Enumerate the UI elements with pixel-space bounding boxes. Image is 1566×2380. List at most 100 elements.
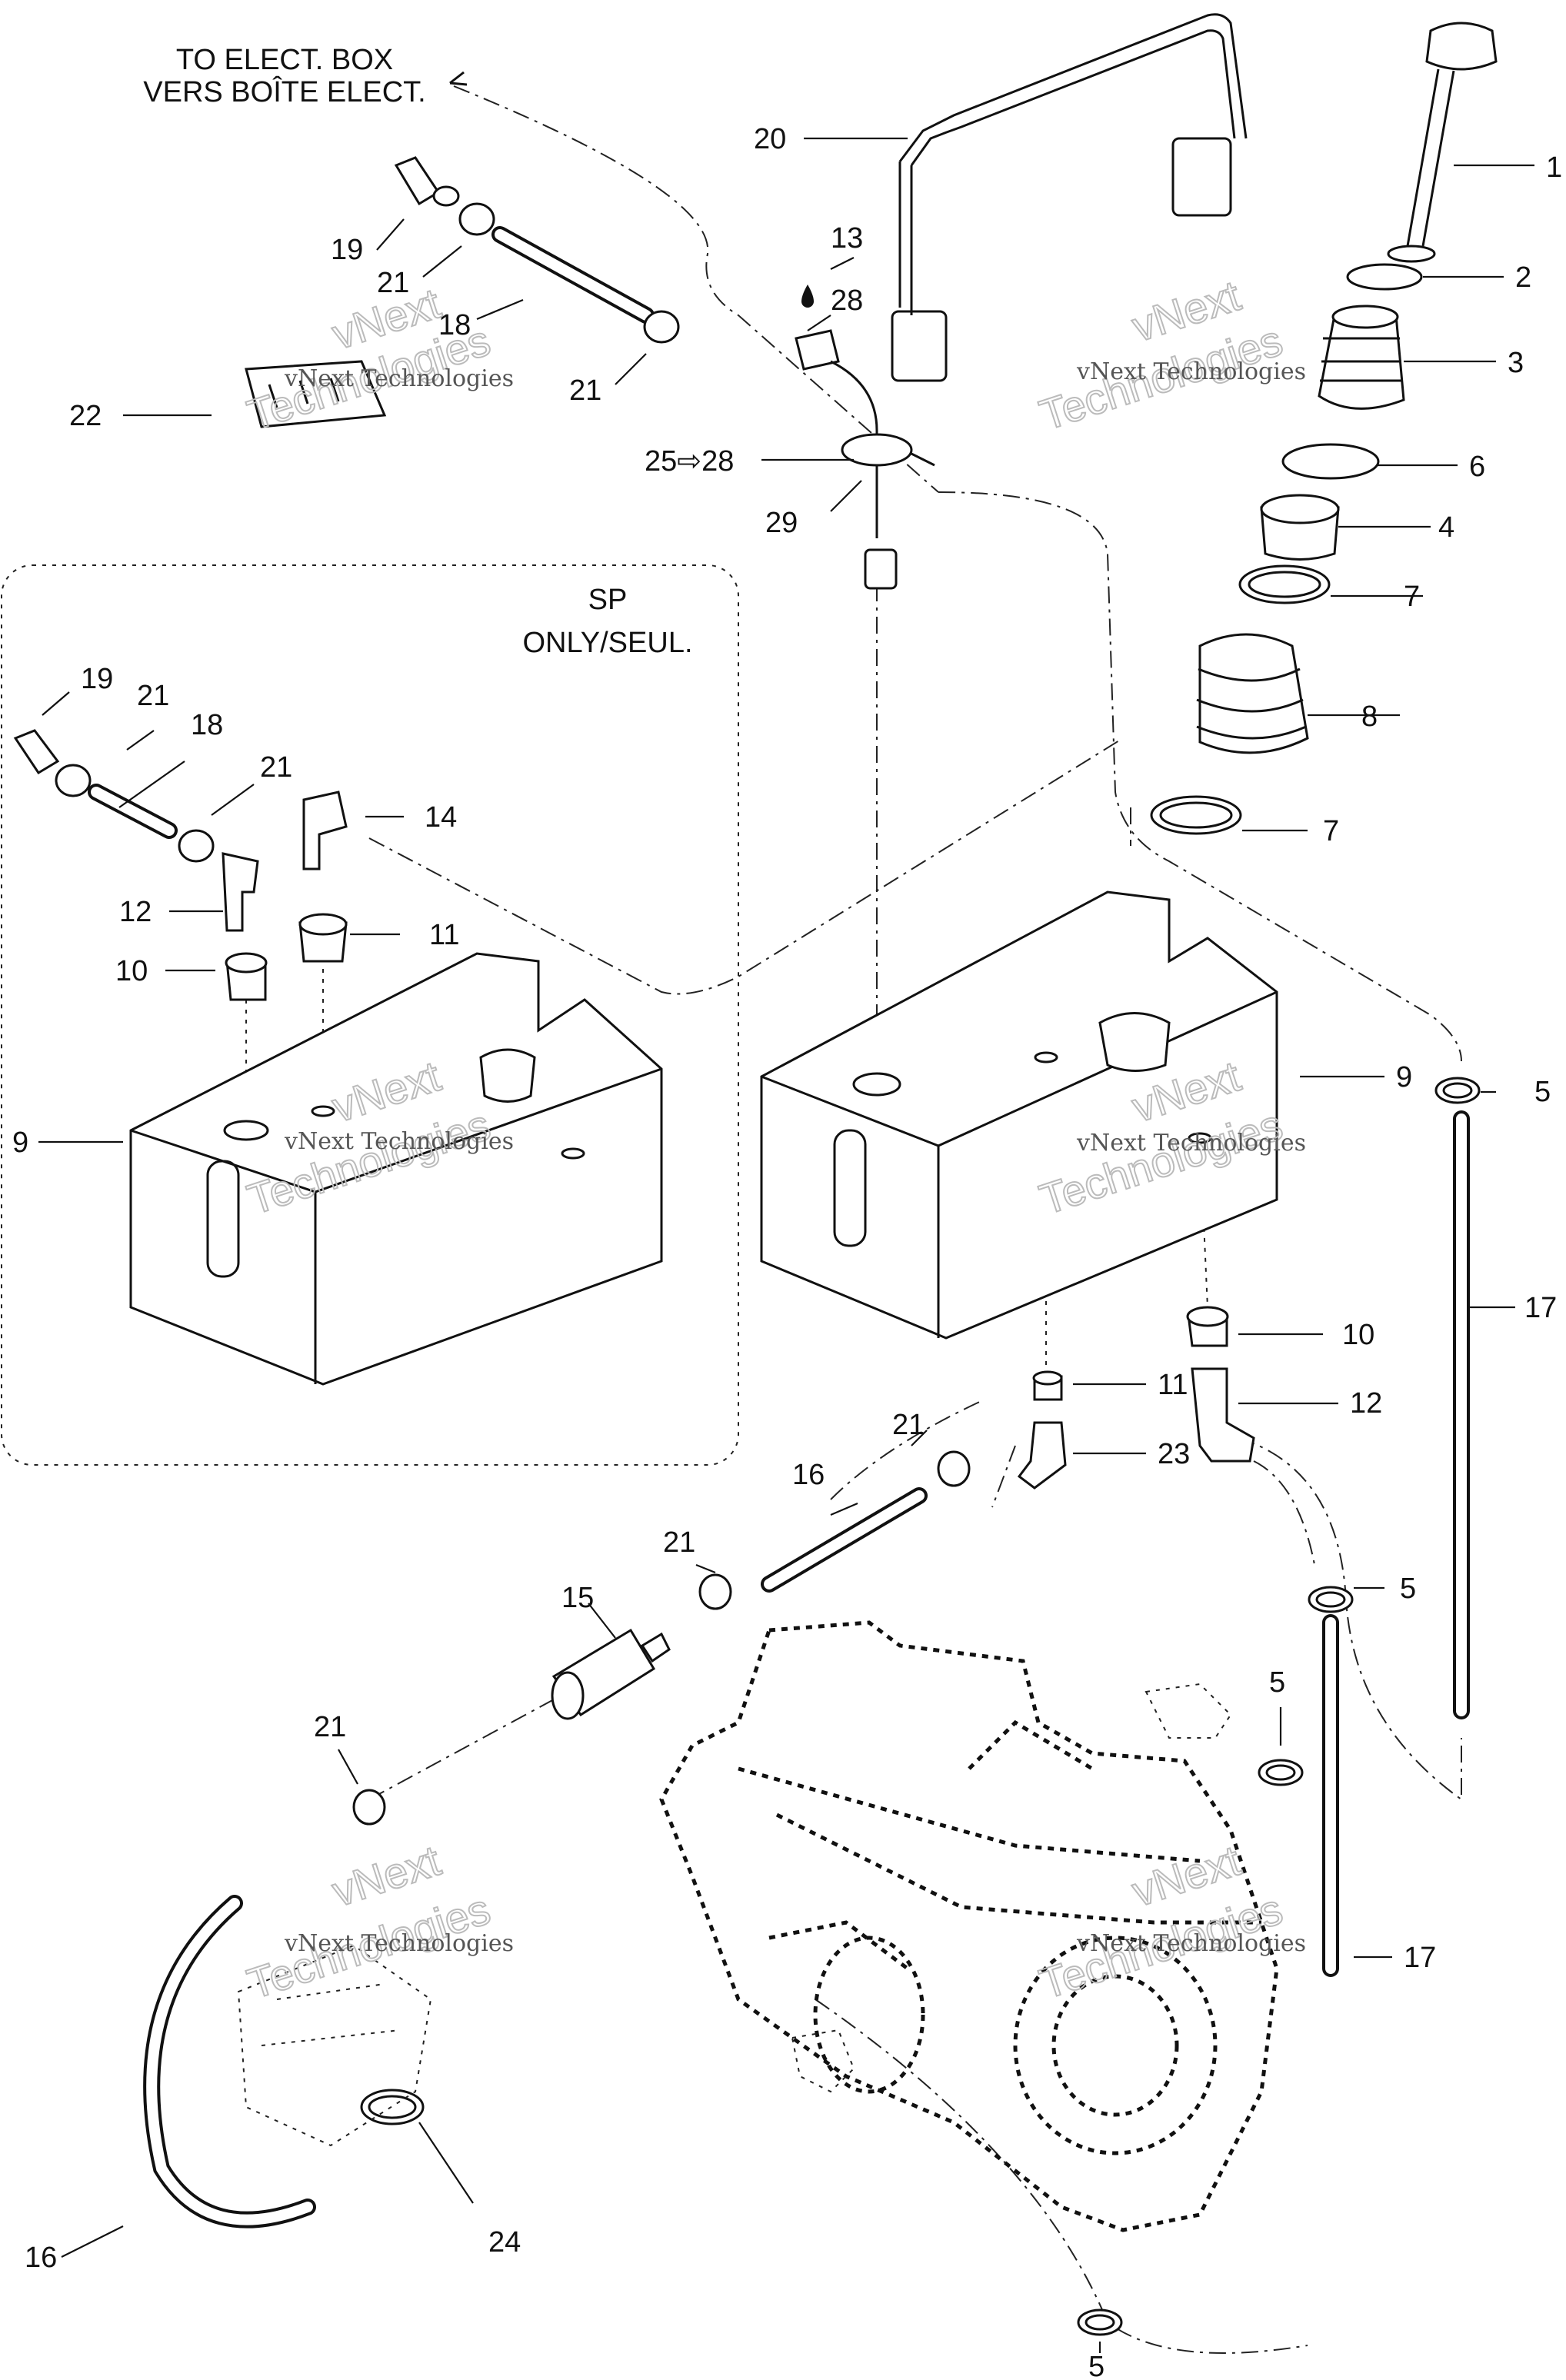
sp-vent-valve-part-19 bbox=[13, 729, 60, 775]
vent-valve-part-19 bbox=[394, 156, 460, 207]
fuel-gauge-cap-part-1 bbox=[1387, 22, 1498, 263]
leader-lines bbox=[38, 137, 1534, 2353]
callout-24: 24 bbox=[488, 2226, 521, 2259]
callout-10-main: 10 bbox=[1342, 1319, 1374, 1351]
clamp-part-5-a bbox=[1434, 1077, 1481, 1104]
sp-fuel-tank-part-9 bbox=[129, 952, 663, 1386]
callout-3: 3 bbox=[1508, 347, 1524, 379]
callout-29: 29 bbox=[765, 507, 798, 539]
sp-only-region bbox=[1, 564, 739, 1466]
callout-12-sp: 12 bbox=[119, 896, 152, 928]
callout-9-main: 9 bbox=[1396, 1061, 1412, 1093]
watermark-small-3: vNext Technologies bbox=[284, 1128, 514, 1155]
callout-21-low: 21 bbox=[314, 1711, 346, 1743]
callout-5-a: 5 bbox=[1534, 1076, 1551, 1108]
grommet-part-11 bbox=[1032, 1370, 1063, 1401]
route-sp-tank bbox=[368, 737, 1124, 995]
filler-hose-part-8 bbox=[1196, 633, 1309, 754]
grommet-part-10 bbox=[1186, 1306, 1229, 1347]
callout-5-c: 5 bbox=[1269, 1666, 1285, 1699]
clamp-part-7-lower bbox=[1150, 795, 1242, 835]
clamp-part-5-d bbox=[1077, 2308, 1123, 2336]
sp-only-seul-label: ONLY/SEUL. bbox=[522, 627, 692, 659]
callout-21-top-a: 21 bbox=[377, 267, 409, 299]
callout-8: 8 bbox=[1361, 701, 1378, 733]
callout-6: 6 bbox=[1469, 451, 1485, 483]
sp-clamp-part-21-a bbox=[55, 764, 92, 797]
callout-9-sp: 9 bbox=[12, 1127, 28, 1159]
route-to-elect-box bbox=[453, 85, 939, 493]
callout-21-mid-b: 21 bbox=[663, 1526, 695, 1559]
callout-5-b: 5 bbox=[1400, 1573, 1416, 1605]
callout-21-sp-a: 21 bbox=[137, 680, 169, 712]
engine-outline bbox=[659, 1620, 1279, 2232]
gasket-part-2 bbox=[1346, 263, 1423, 291]
neck-part-3 bbox=[1318, 305, 1405, 410]
watermark-small-2: vNext Technologies bbox=[1076, 358, 1306, 385]
clamp-part-7-upper bbox=[1238, 564, 1331, 604]
sp-label: SP bbox=[588, 584, 628, 616]
callout-10-sp: 10 bbox=[115, 955, 148, 987]
callout-19-sp: 19 bbox=[81, 663, 113, 695]
callout-2: 2 bbox=[1515, 261, 1531, 294]
callout-23: 23 bbox=[1158, 1438, 1190, 1470]
route-fitting-12 bbox=[1253, 1460, 1316, 1569]
callout-12-main: 12 bbox=[1350, 1387, 1382, 1420]
callout-21-top-b: 21 bbox=[569, 374, 601, 407]
callout-17-middle: 17 bbox=[1404, 1942, 1436, 1974]
tank-strap-part-20 bbox=[891, 13, 1248, 382]
carburetor-outline bbox=[237, 1944, 432, 2147]
route-tee-23 bbox=[991, 1445, 1016, 1508]
callout-14: 14 bbox=[425, 801, 457, 834]
clamp-part-21-d bbox=[698, 1573, 732, 1610]
callout-11-main: 11 bbox=[1158, 1369, 1188, 1401]
callout-16-upper: 16 bbox=[792, 1459, 825, 1491]
callout-21-sp-b: 21 bbox=[260, 751, 292, 784]
callout-4: 4 bbox=[1438, 511, 1454, 544]
route-dot-10 bbox=[1199, 1137, 1208, 1308]
sp-fitting-part-14 bbox=[302, 791, 348, 870]
callout-21-mid-a: 21 bbox=[892, 1409, 925, 1441]
vers-boite-elect-label: VERS BOÎTE ELECT. bbox=[143, 75, 425, 108]
watermark-small-4: vNext Technologies bbox=[1076, 1130, 1306, 1157]
bracket-part-22 bbox=[245, 360, 387, 428]
oil-drop-icon bbox=[801, 285, 814, 308]
clamp-part-21-c bbox=[937, 1450, 971, 1487]
callout-15: 15 bbox=[561, 1582, 594, 1614]
callout-28: 28 bbox=[831, 285, 863, 317]
callout-20: 20 bbox=[754, 123, 786, 155]
sp-grommet-part-10 bbox=[225, 952, 268, 1001]
callout-22: 22 bbox=[69, 400, 102, 432]
sp-clamp-part-21-b bbox=[178, 829, 215, 863]
elect-box-arrow bbox=[449, 71, 468, 86]
route-filter-hose bbox=[368, 1699, 555, 1800]
clamp-part-21-e bbox=[352, 1789, 386, 1826]
gasket-part-6 bbox=[1281, 443, 1380, 480]
route-main bbox=[938, 491, 1462, 1062]
callout-18-sp: 18 bbox=[191, 709, 223, 741]
callout-18-top: 18 bbox=[438, 309, 471, 341]
tee-fitting-part-23 bbox=[1017, 1421, 1067, 1490]
main-fuel-tank-part-9 bbox=[760, 890, 1278, 1340]
watermark-small-1: vNext Technologies bbox=[284, 365, 514, 392]
sp-grommet-part-11 bbox=[298, 913, 348, 963]
callout-16-lower: 16 bbox=[25, 2242, 57, 2274]
clamp-part-5-c bbox=[1258, 1759, 1304, 1786]
callout-5-d: 5 bbox=[1088, 2351, 1105, 2380]
clamp-part-21-b bbox=[643, 310, 680, 344]
callout-19-top: 19 bbox=[331, 234, 363, 266]
engine-fitting-upper-right bbox=[1145, 1683, 1232, 1739]
sp-fitting-part-12 bbox=[222, 852, 259, 932]
watermark-small-5: vNext Technologies bbox=[284, 1930, 514, 1957]
callout-7-lower: 7 bbox=[1323, 815, 1339, 847]
fuel-sender-part-29 bbox=[795, 329, 935, 590]
clamp-part-24 bbox=[360, 2089, 425, 2125]
engine-fitting-lower-left bbox=[791, 2029, 855, 2093]
nut-part-4 bbox=[1260, 494, 1340, 561]
fitting-part-12 bbox=[1191, 1367, 1255, 1463]
watermark-small-6: vNext Technologies bbox=[1076, 1930, 1306, 1957]
clamp-part-5-b bbox=[1308, 1586, 1354, 1613]
fuel-filter-part-15 bbox=[551, 1628, 671, 1720]
callout-25-to-28: 25⇨28 bbox=[645, 445, 734, 478]
